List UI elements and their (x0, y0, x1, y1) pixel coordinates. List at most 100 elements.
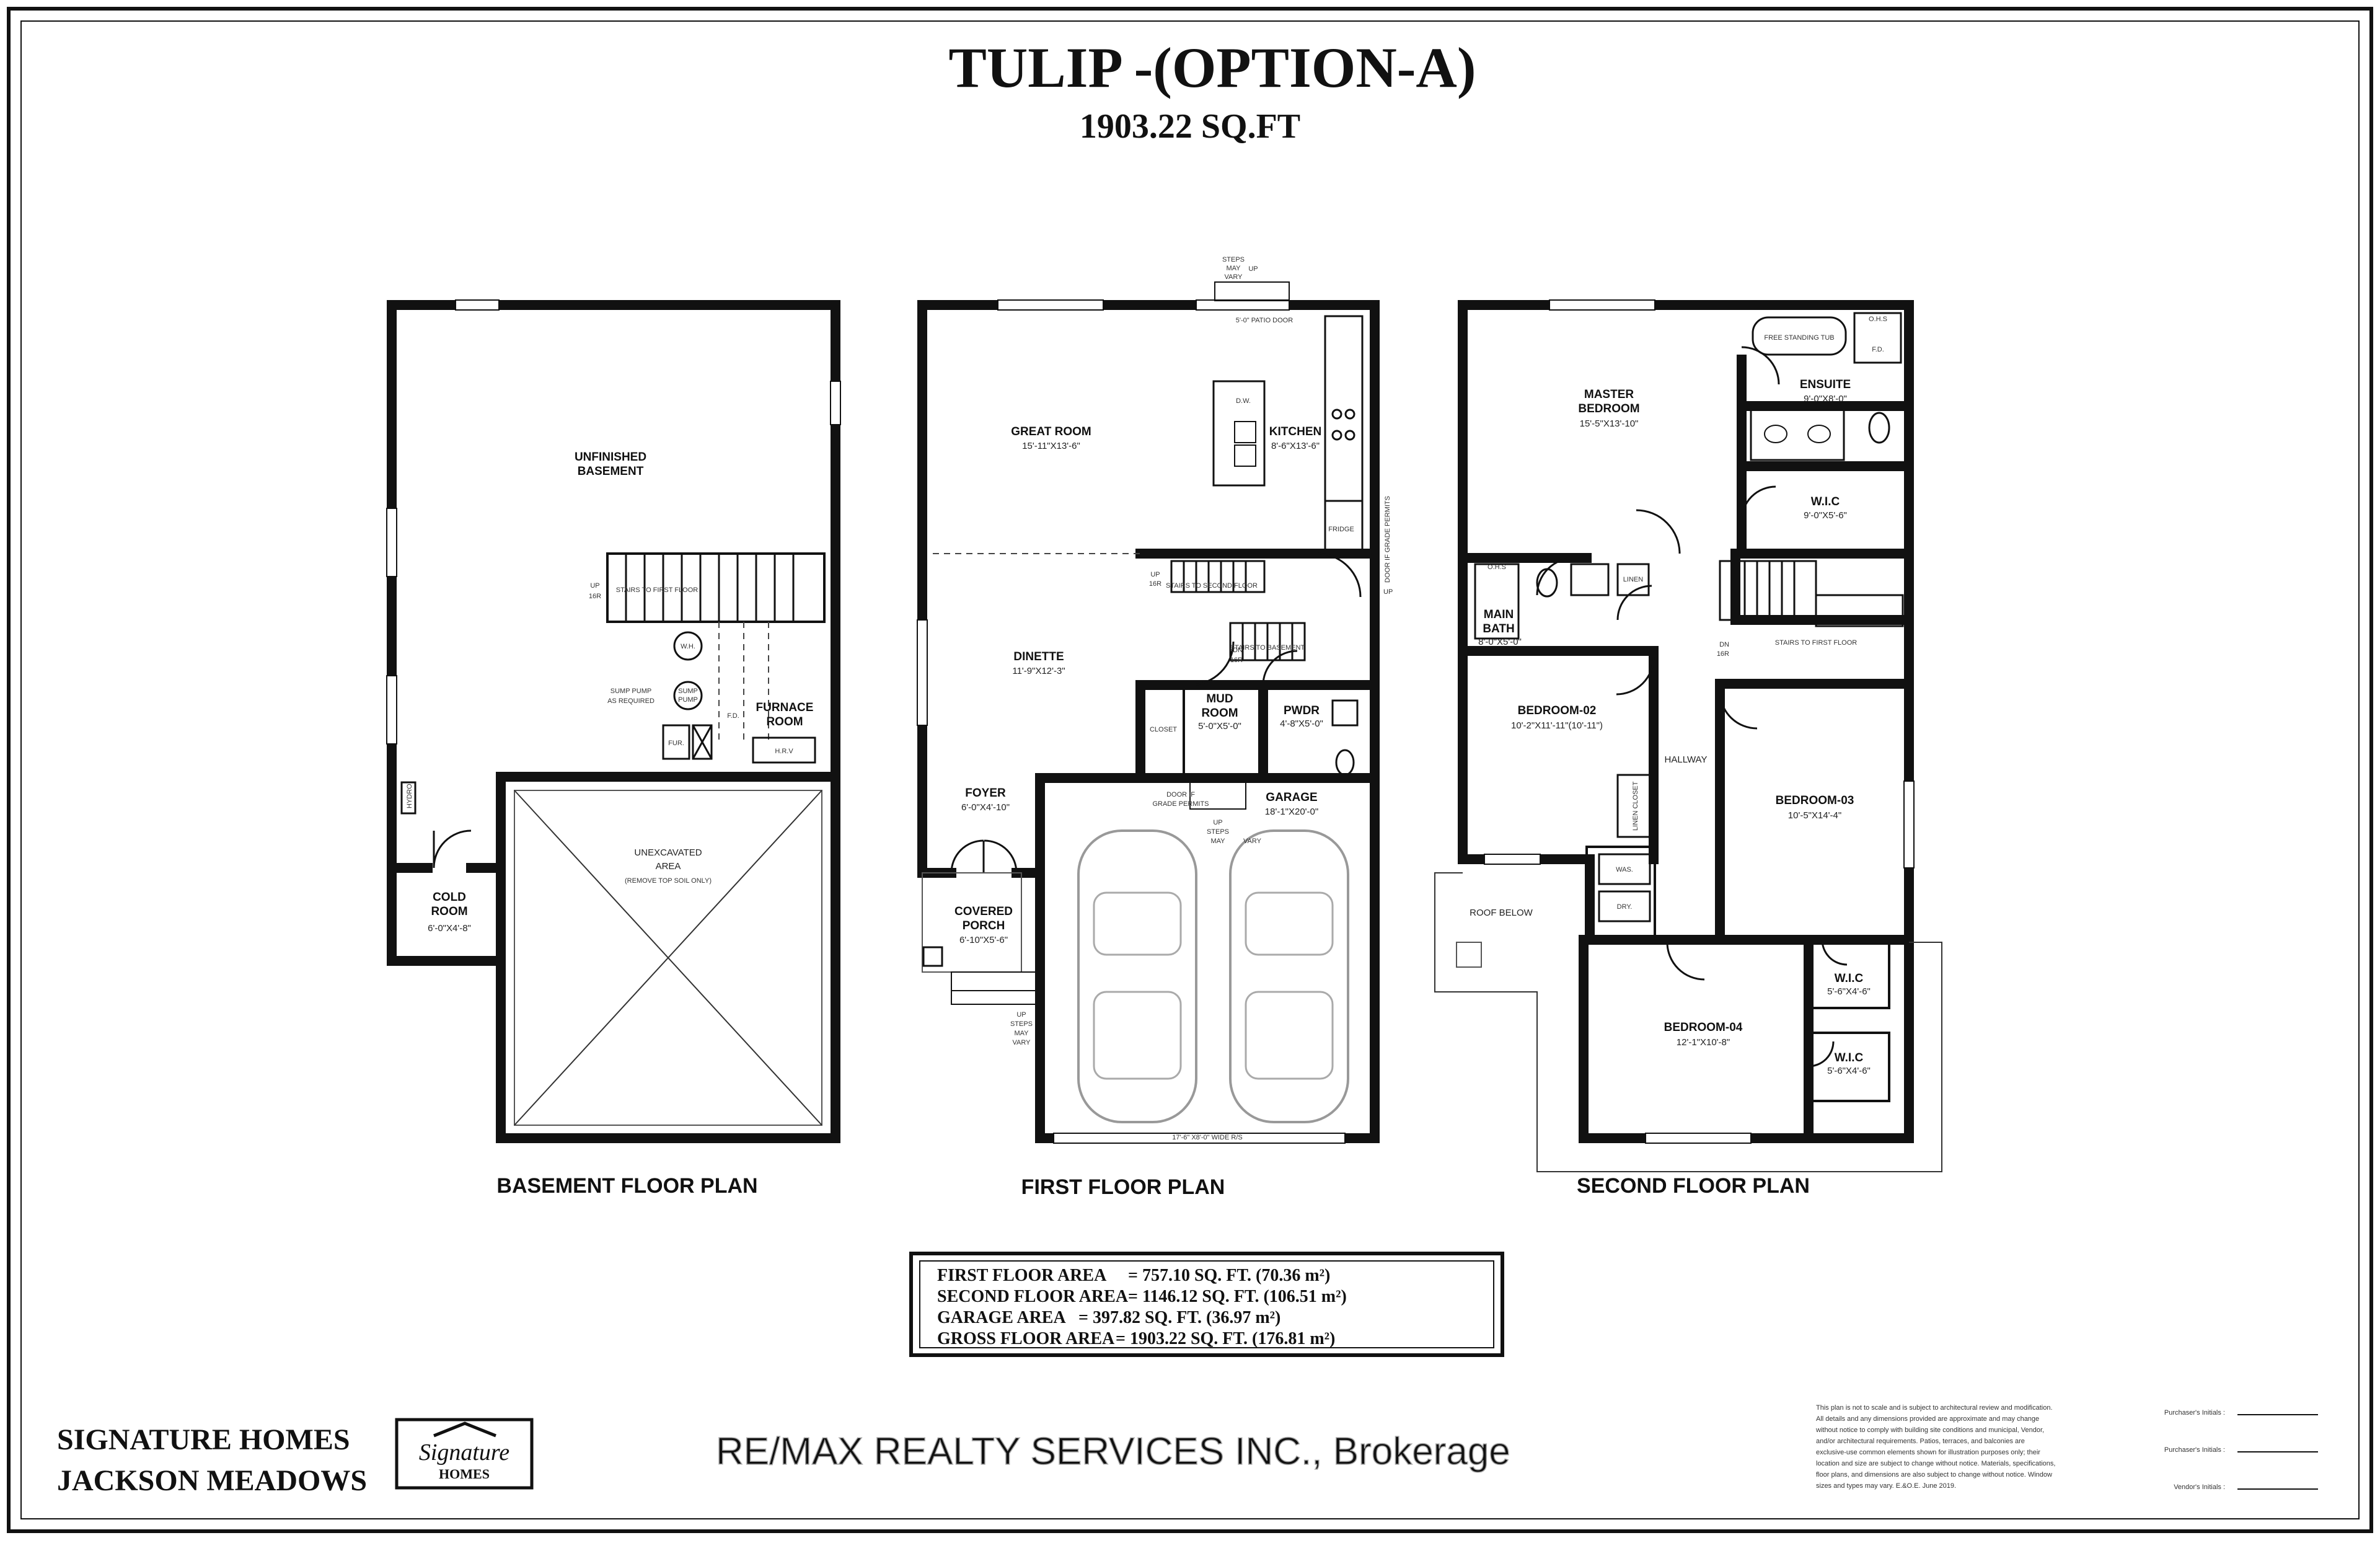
fridge-label: FRIDGE (1328, 526, 1354, 533)
area-garage-value: = 397.82 SQ. FT. (36.97 m²) (1078, 1308, 1280, 1327)
room-master-label: MASTER (1584, 388, 1634, 401)
porch-steps-vary-label: VARY (1013, 1039, 1031, 1046)
room-bedroom-02-label: BEDROOM-02 (1518, 704, 1597, 717)
room-main-bath-label: MAIN (1484, 608, 1514, 621)
room-porch-label-2: PORCH (963, 919, 1005, 932)
room-cold-dimensions: 6'-0"X4'-8" (428, 923, 471, 934)
stairs-risers-label-second: 16R (1717, 650, 1729, 658)
room-foyer-label: FOYER (965, 787, 1006, 800)
porch-up-label: UP (1016, 1011, 1026, 1019)
room-garage-dimensions: 18'-1"X20'-0" (1265, 807, 1318, 817)
sump-pump-label: SUMP PUMP (610, 687, 651, 695)
unexcavated-label-2: AREA (656, 861, 681, 872)
signature-homes-logo: Signature HOMES (395, 1418, 534, 1490)
garage-steps-label: STEPS (1207, 828, 1229, 836)
first-plan-title: FIRST FLOOR PLAN (1021, 1175, 1225, 1199)
room-bedroom-03-dimensions: 10'-5"X14'-4" (1788, 810, 1841, 821)
garage-door-label: 17'-6" X8'-0" WIDE R/S (1172, 1134, 1243, 1141)
builder-name: SIGNATURE HOMES (57, 1423, 350, 1456)
ensuite-fd-label: F.D. (1872, 346, 1884, 353)
basement-plan-title: BASEMENT FLOOR PLAN (496, 1174, 757, 1198)
builder-block: SIGNATURE HOMES JACKSON MEADOWS Signatur… (57, 1418, 534, 1497)
room-master-dimensions: 15'-5"X13'-10" (1580, 418, 1639, 429)
room-main-bath-label-2: BATH (1483, 622, 1514, 635)
room-mud-dimensions: 5'-0"X5'-0" (1198, 721, 1241, 732)
area-first-label: FIRST FLOOR AREA (937, 1266, 1107, 1285)
garage-door-if-label: DOOR IF (1166, 791, 1195, 798)
stairs-up-risers-first: 16R (1149, 580, 1161, 588)
room-bedroom-02-dimensions: 10'-2"X11'-11"(10'-11") (1511, 720, 1603, 731)
unexcavated-note: (REMOVE TOP SOIL ONLY) (625, 877, 712, 885)
porch-steps-label: STEPS (1010, 1020, 1033, 1028)
room-furnace-label-2: ROOM (766, 715, 803, 728)
hydro-meter-label: HYDRO (406, 784, 413, 808)
room-porch-label: COVERED (954, 905, 1013, 918)
disclaimer-line-3: without notice to comply with building s… (1815, 1426, 2044, 1434)
room-great-room-dimensions: 15'-11"X13'-6" (1022, 441, 1080, 451)
side-door-label: DOOR IF GRADE PERMITS (1384, 496, 1391, 583)
room-ensuite-label: ENSUITE (1800, 378, 1851, 391)
dryer-label: DRY. (1617, 903, 1633, 911)
linen-label: LINEN (1623, 576, 1643, 583)
dishwasher-label: D.W. (1236, 397, 1251, 405)
disclaimer-line-7: floor plans, and dimensions are also sub… (1816, 1471, 2052, 1479)
room-unfinished-basement-label: UNFINISHED (575, 451, 646, 464)
plan-title: TULIP -(OPTION-A) (949, 36, 1476, 99)
stairs-up-label: UP (590, 582, 599, 590)
basement-floor-plan: UNFINISHED BASEMENT FURNACE ROOM COLD RO… (386, 299, 841, 1198)
garage-grade-permits-label: GRADE PERMITS (1152, 800, 1209, 808)
room-kitchen-dimensions: 8'-6"X13'-6" (1271, 441, 1320, 451)
furnace-unit-label: FUR. (668, 740, 684, 747)
floor-drain-label: F.D. (727, 712, 739, 720)
builder-community: JACKSON MEADOWS (57, 1464, 367, 1497)
disclaimer-line-8: sizes and types may vary. E.&O.E. June 2… (1816, 1482, 1956, 1490)
side-door-up-label: UP (1383, 588, 1393, 596)
initials-block: Purchaser's Initials : Purchaser's Initi… (2164, 1409, 2318, 1491)
area-garage-label: GARAGE AREA (937, 1308, 1066, 1327)
unexcavated-label: UNEXCAVATED (634, 847, 702, 858)
purchaser-initials-2-label: Purchaser's Initials : (2164, 1446, 2225, 1454)
room-wic-master-dimensions: 9'-0"X5'-6" (1804, 510, 1847, 521)
logo-signature-text: Signature (419, 1439, 509, 1466)
stairs-risers-label: 16R (589, 593, 601, 600)
room-wic-03-label: W.I.C (1835, 1051, 1864, 1064)
area-gross-label: GROSS FLOOR AREA (937, 1329, 1115, 1348)
water-heater-label: W.H. (681, 643, 695, 650)
second-floor-plan: MASTER BEDROOM 15'-5"X13'-10" ENSUITE 9'… (1434, 299, 1942, 1198)
washer-label: WAS. (1616, 866, 1633, 873)
disclaimer-line-1: This plan is not to scale and is subject… (1816, 1404, 2053, 1412)
roof-below-label: ROOF BELOW (1470, 908, 1533, 918)
area-second-label: SECOND FLOOR AREA (937, 1287, 1129, 1306)
garage-steps-vary-label: VARY (1243, 838, 1262, 845)
ensuite-ohs-label: O.H.S (1869, 316, 1887, 323)
room-wic-02-label: W.I.C (1835, 972, 1864, 985)
disclaimer: This plan is not to scale and is subject… (1815, 1404, 2055, 1490)
room-mud-label: MUD (1206, 692, 1233, 705)
linen-closet-label: LINEN CLOSET (1632, 781, 1639, 831)
room-powder-dimensions: 4'-8"X5'-0" (1280, 718, 1323, 729)
room-cold-label-2: ROOM (431, 905, 467, 918)
first-floor-plan: GREAT ROOM 15'-11"X13'-6" KITCHEN 8'-6"X… (917, 256, 1393, 1199)
tub-label: FREE STANDING TUB (1764, 334, 1834, 342)
brokerage-watermark: RE/MAX REALTY SERVICES INC., Brokerage (716, 1430, 1510, 1473)
room-main-bath-dimensions: 8'-0"X5'-0" (1478, 637, 1522, 647)
second-plan-title: SECOND FLOOR PLAN (1577, 1174, 1810, 1198)
room-kitchen-label: KITCHEN (1269, 425, 1321, 438)
sump-label: SUMP (678, 687, 698, 695)
pump-label: PUMP (678, 696, 698, 704)
patio-steps-label: STEPS (1222, 256, 1245, 263)
room-master-label-2: BEDROOM (1578, 402, 1639, 415)
area-table: FIRST FLOOR AREA = 757.10 SQ. FT. (70.36… (909, 1252, 1504, 1357)
patio-door-label: 5'-0" PATIO DOOR (1236, 317, 1293, 324)
room-great-room-label: GREAT ROOM (1011, 425, 1091, 438)
room-unfinished-basement-label-2: BASEMENT (578, 465, 644, 478)
area-gross-value: = 1903.22 SQ. FT. (176.81 m²) (1116, 1329, 1335, 1348)
purchaser-initials-1-label: Purchaser's Initials : (2164, 1409, 2225, 1417)
stairs-dn-label-second: DN (1719, 641, 1729, 648)
area-second-value: = 1146.12 SQ. FT. (106.51 m²) (1128, 1287, 1347, 1306)
plan-subtitle: 1903.22 SQ.FT (1080, 107, 1300, 146)
stairs-to-first-label: STAIRS TO FIRST FLOOR (616, 586, 698, 594)
room-porch-dimensions: 6'-10"X5'-6" (959, 935, 1008, 945)
porch-steps-may-label: MAY (1014, 1030, 1029, 1037)
